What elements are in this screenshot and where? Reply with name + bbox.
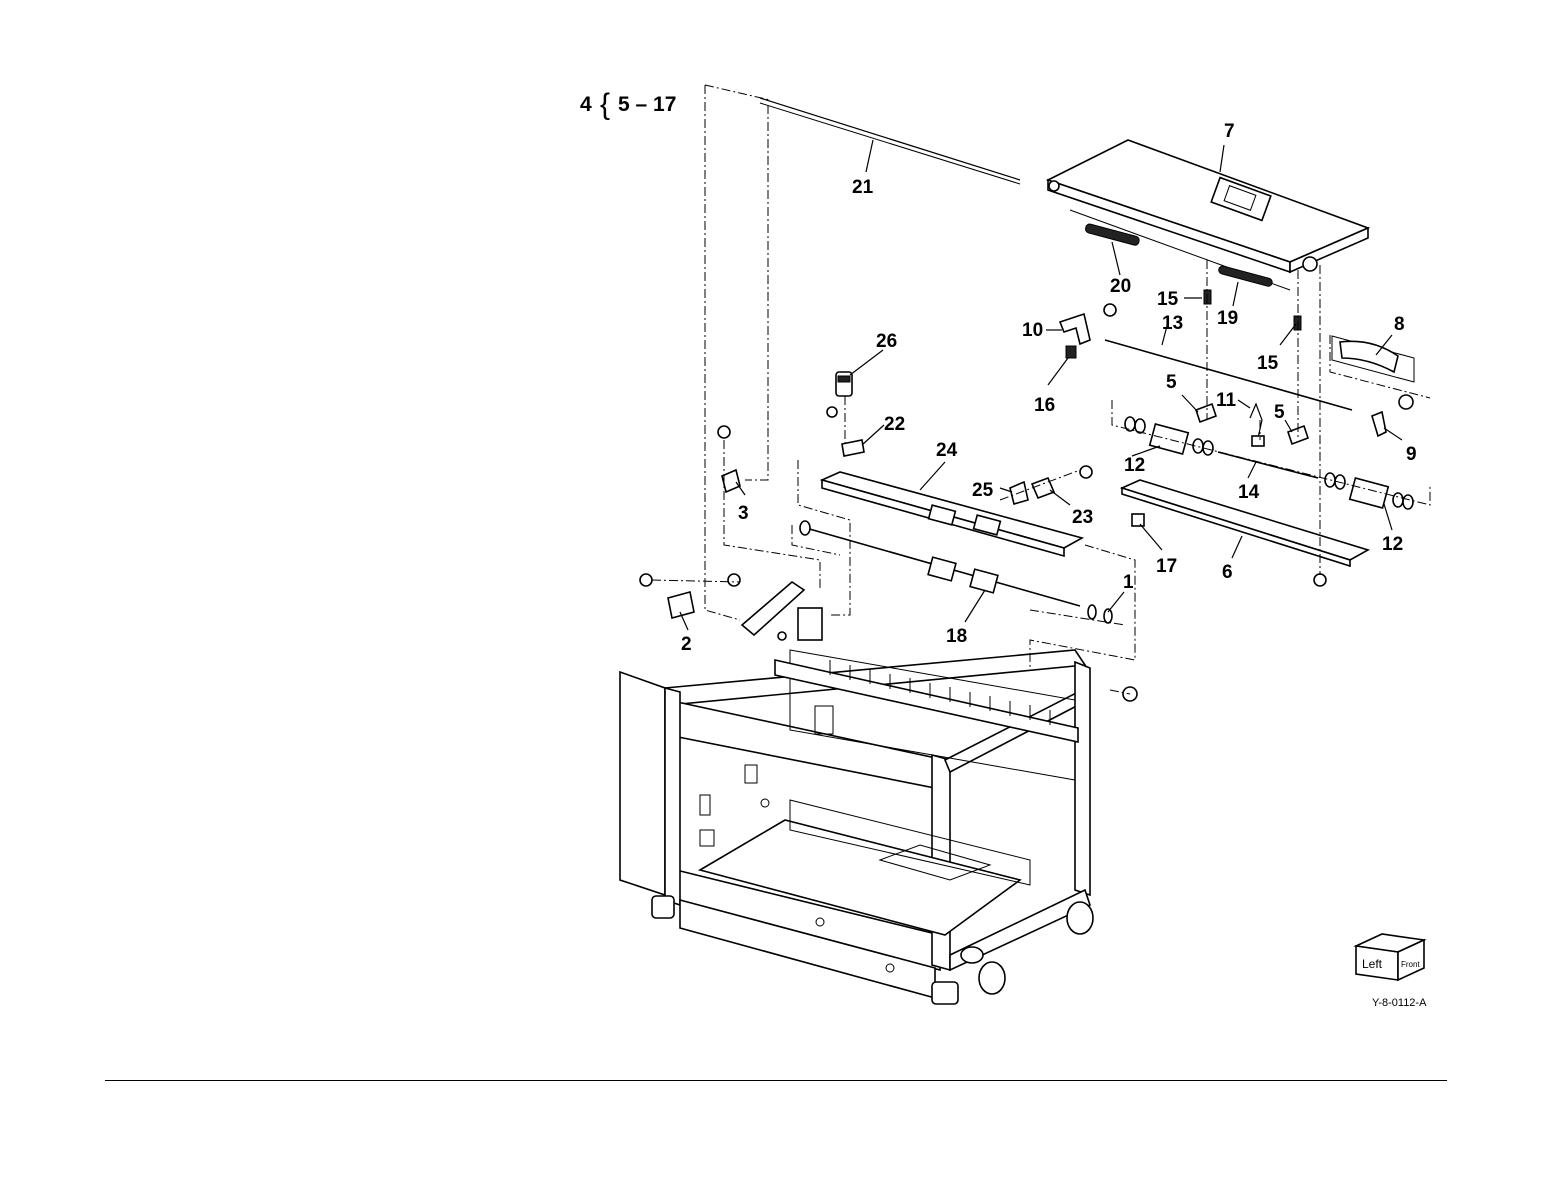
clip-11	[1250, 404, 1264, 446]
shaft-21	[760, 98, 1020, 184]
group-callout: 4 { 5 – 17	[580, 88, 676, 121]
label-part-6: 6	[1222, 562, 1233, 583]
label-part-16: 16	[1034, 395, 1055, 416]
label-part-25: 25	[972, 480, 994, 501]
sensor-26	[827, 372, 852, 417]
roller-12-right	[1325, 473, 1413, 509]
label-part-10: 10	[1022, 320, 1043, 341]
label-part-21: 21	[852, 177, 874, 198]
label-part-7: 7	[1224, 121, 1235, 142]
label-part-12-a: 12	[1124, 455, 1145, 476]
label-part-18: 18	[946, 626, 967, 647]
label-part-5-a: 5	[1166, 372, 1177, 393]
part-labels: 21 7 20 15 19 10 13 8 15 26 16 5 11 5 9 …	[681, 121, 1417, 655]
actuator-25-23	[1010, 466, 1092, 504]
stopper-5a	[1196, 404, 1216, 422]
label-part-26: 26	[876, 331, 897, 352]
label-part-9: 9	[1406, 444, 1417, 465]
cube-front-face-label: Front	[1401, 960, 1420, 969]
group-number: 4	[580, 93, 592, 116]
label-part-3: 3	[738, 503, 749, 524]
label-part-14: 14	[1238, 482, 1260, 503]
spring-16	[1066, 346, 1076, 358]
handle-8	[1332, 336, 1414, 382]
label-part-22: 22	[884, 414, 905, 435]
label-part-8: 8	[1394, 314, 1405, 335]
cube-left-face-label: Left	[1362, 957, 1383, 971]
label-part-23: 23	[1072, 507, 1093, 528]
group-range: 5 – 17	[618, 93, 676, 116]
label-part-13: 13	[1162, 313, 1183, 334]
label-part-12-b: 12	[1382, 534, 1403, 555]
spring-19	[1218, 265, 1273, 287]
label-part-15-b: 15	[1257, 353, 1279, 374]
orientation-cube: Left Front	[1356, 934, 1424, 980]
group-brace: {	[600, 88, 610, 121]
label-part-24: 24	[936, 440, 958, 461]
latch-9	[1372, 395, 1413, 436]
label-part-2: 2	[681, 634, 692, 655]
label-part-5-b: 5	[1274, 402, 1285, 423]
label-part-1: 1	[1123, 572, 1134, 593]
footer-divider	[105, 1080, 1447, 1081]
label-part-15-a: 15	[1157, 289, 1179, 310]
label-part-11: 11	[1216, 390, 1237, 411]
label-part-19: 19	[1217, 308, 1238, 329]
label-part-17: 17	[1156, 556, 1177, 577]
bracket-10	[1060, 304, 1116, 344]
figure-code: Y-8-0112-A	[1372, 997, 1427, 1009]
label-part-20: 20	[1110, 276, 1131, 297]
